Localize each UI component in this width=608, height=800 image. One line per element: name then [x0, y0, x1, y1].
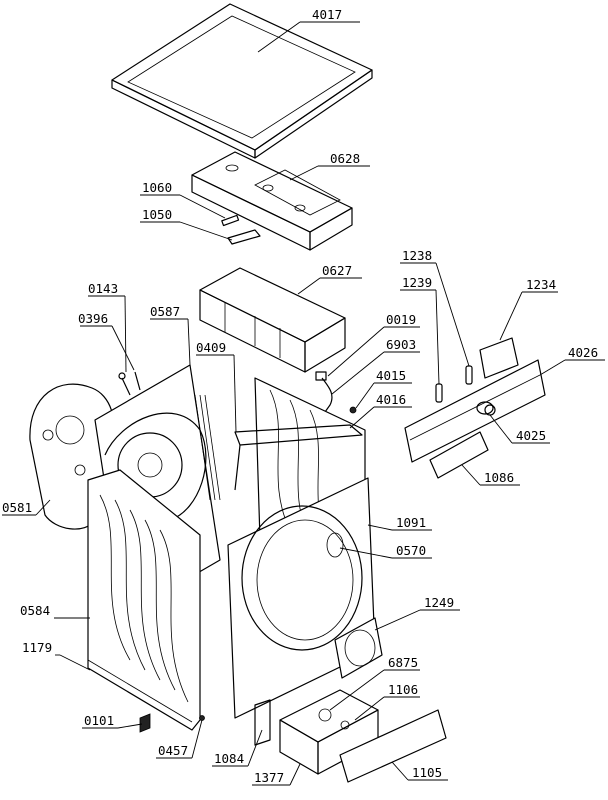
- label-1239: 1239: [402, 275, 432, 290]
- label-0409: 0409: [196, 340, 226, 355]
- filter-1249: [334, 617, 383, 679]
- label-0584: 0584: [20, 603, 50, 618]
- label-0457: 0457: [158, 743, 188, 758]
- screw-0457: [199, 715, 205, 721]
- label-1106: 1106: [388, 682, 418, 697]
- label-6903: 6903: [386, 337, 416, 352]
- label-0396: 0396: [78, 311, 108, 326]
- label-1249: 1249: [424, 595, 454, 610]
- label-6875: 6875: [388, 655, 418, 670]
- service-flap-1105: [339, 709, 447, 783]
- label-0143: 0143: [88, 281, 118, 296]
- label-0101: 0101: [84, 713, 114, 728]
- label-0581: 0581: [2, 500, 32, 515]
- label-0019: 0019: [386, 312, 416, 327]
- label-1050: 1050: [142, 207, 172, 222]
- label-0587: 0587: [150, 304, 180, 319]
- screw-4015: [349, 406, 357, 414]
- label-1179: 1179: [22, 640, 52, 655]
- bracket-1050: [227, 229, 261, 245]
- screw-0396: [134, 371, 141, 391]
- kick-strip-1084: [254, 699, 271, 746]
- foot-0101: [139, 713, 151, 733]
- label-1105: 1105: [412, 765, 442, 780]
- label-1091: 1091: [396, 515, 426, 530]
- label-1086: 1086: [484, 470, 514, 485]
- label-1060: 1060: [142, 180, 172, 195]
- screw-0143: [118, 372, 131, 396]
- label-1377: 1377: [254, 770, 284, 785]
- pin-1060: [221, 214, 240, 227]
- label-0570: 0570: [396, 543, 426, 558]
- knob-1238: [465, 365, 473, 385]
- label-4017: 4017: [312, 7, 342, 22]
- top-cover-4017: [111, 3, 373, 159]
- label-4015: 4015: [376, 368, 406, 383]
- label-1234: 1234: [526, 277, 556, 292]
- label-1084: 1084: [214, 751, 244, 766]
- control-panel-0628: [191, 151, 353, 251]
- label-0627: 0627: [322, 263, 352, 278]
- label-0628: 0628: [330, 151, 360, 166]
- front-panel-1091: [227, 477, 376, 719]
- drawer-handle-1086: [429, 431, 489, 479]
- label-1238: 1238: [402, 248, 432, 263]
- control-board-1234: [479, 337, 519, 379]
- fascia-4026: [404, 359, 546, 463]
- label-4016: 4016: [376, 392, 406, 407]
- hose-6903: [315, 371, 333, 413]
- top-frame-4016: [234, 424, 363, 491]
- label-4026: 4026: [568, 345, 598, 360]
- knob-1239: [435, 383, 443, 403]
- drawer-housing-0627: [199, 267, 346, 373]
- label-4025: 4025: [516, 428, 546, 443]
